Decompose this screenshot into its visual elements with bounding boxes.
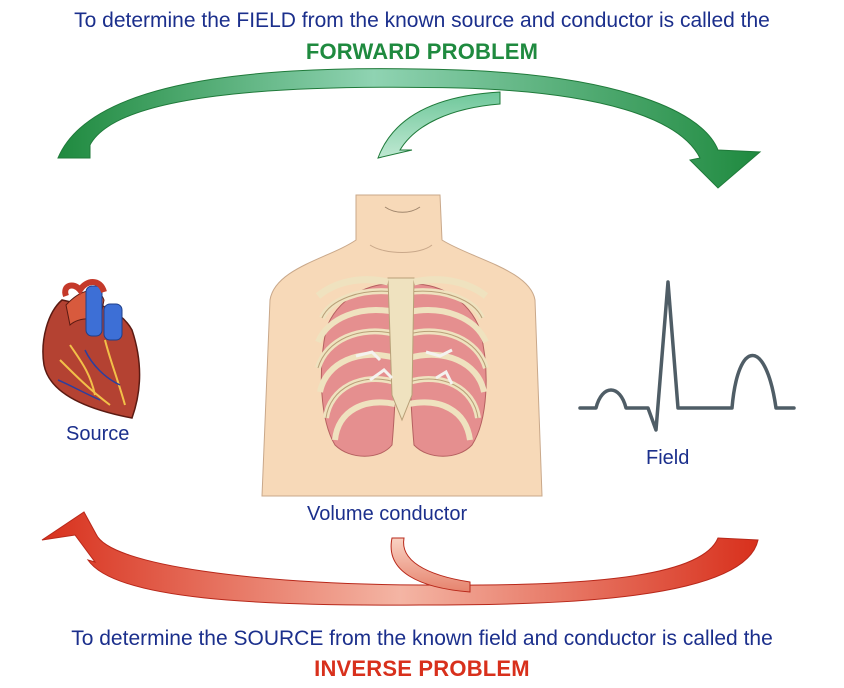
forward-problem-caption: To determine the FIELD from the known so…: [74, 9, 770, 32]
source-label: Source: [66, 423, 130, 445]
heart-icon: [42, 279, 141, 419]
inverse-problem-caption: To determine the SOURCE from the known f…: [71, 627, 773, 650]
inverse-arrow: [41, 511, 759, 606]
forward-arrow: [57, 68, 762, 189]
inverse-problem-title: INVERSE PROBLEM: [314, 656, 530, 681]
ecg-waveform-icon: [578, 280, 796, 432]
volume-conductor-label: Volume conductor: [307, 503, 468, 525]
forward-problem-title: FORWARD PROBLEM: [305, 39, 539, 64]
field-label: Field: [646, 447, 690, 469]
torso-icon: [261, 194, 543, 497]
